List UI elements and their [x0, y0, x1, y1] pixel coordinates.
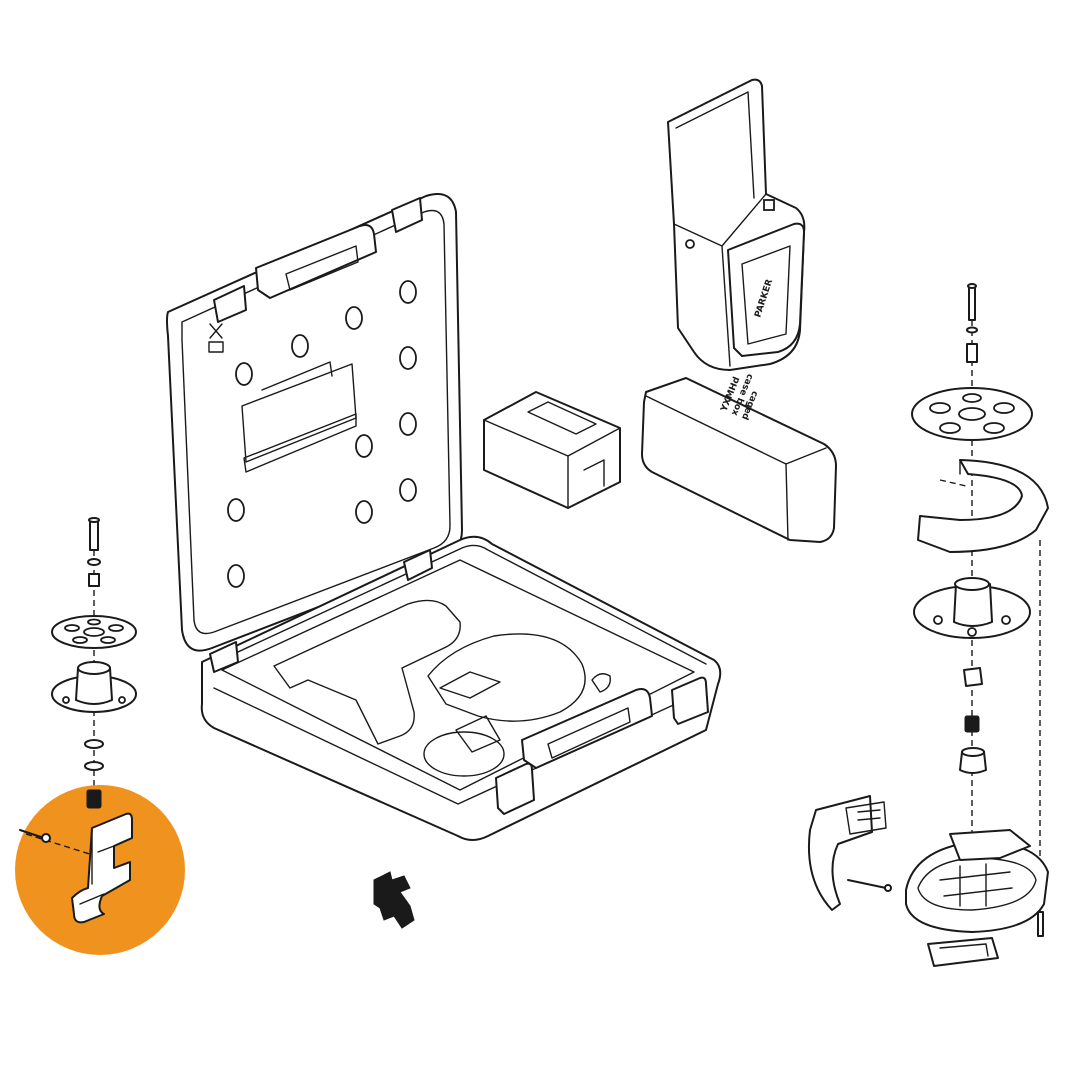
right-flange-hub[interactable]: [913, 577, 1031, 639]
belt-holster[interactable]: PARKER: [667, 78, 806, 371]
black-clip[interactable]: [373, 871, 415, 929]
right-side-shell[interactable]: [807, 795, 887, 911]
left-spacer[interactable]: [88, 573, 100, 587]
left-parts-stack: [51, 517, 137, 800]
case-base: [200, 535, 722, 841]
right-collar[interactable]: [959, 747, 987, 774]
right-base-clip[interactable]: [927, 937, 999, 967]
lid-holes: [227, 280, 417, 588]
right-side-screw[interactable]: [847, 879, 892, 892]
right-lower-housing[interactable]: [905, 829, 1049, 933]
clamp-screw: [19, 829, 51, 843]
right-washer-1[interactable]: [966, 326, 978, 334]
right-spacer[interactable]: [966, 343, 978, 363]
right-bottom-screw[interactable]: [1037, 911, 1044, 937]
clamp-spring: [86, 789, 102, 809]
carry-case[interactable]: [166, 193, 722, 841]
latch-left[interactable]: [495, 762, 535, 815]
left-washer-1[interactable]: [87, 558, 101, 566]
right-parts-stack: [807, 283, 1049, 967]
right-gear-disc[interactable]: [911, 387, 1033, 441]
right-pin[interactable]: [967, 283, 977, 321]
left-washer-3[interactable]: [84, 761, 104, 771]
latch-right[interactable]: [671, 676, 709, 725]
brand-logo-icon: [208, 323, 224, 353]
right-nut[interactable]: [963, 667, 983, 687]
case-lid: [166, 193, 463, 652]
storage-box[interactable]: YXMHd xoq ǝsɐɔ pǝƃɐɔ: [641, 368, 837, 543]
right-half-ring[interactable]: [917, 459, 1049, 553]
left-flange-hub[interactable]: [51, 661, 137, 713]
foam-block[interactable]: [483, 391, 621, 509]
left-pin[interactable]: [88, 517, 100, 551]
left-washer-2[interactable]: [84, 739, 104, 749]
left-gear-disc[interactable]: [51, 615, 137, 649]
highlighted-clamp-part[interactable]: [15, 785, 185, 955]
right-spring[interactable]: [964, 715, 980, 733]
